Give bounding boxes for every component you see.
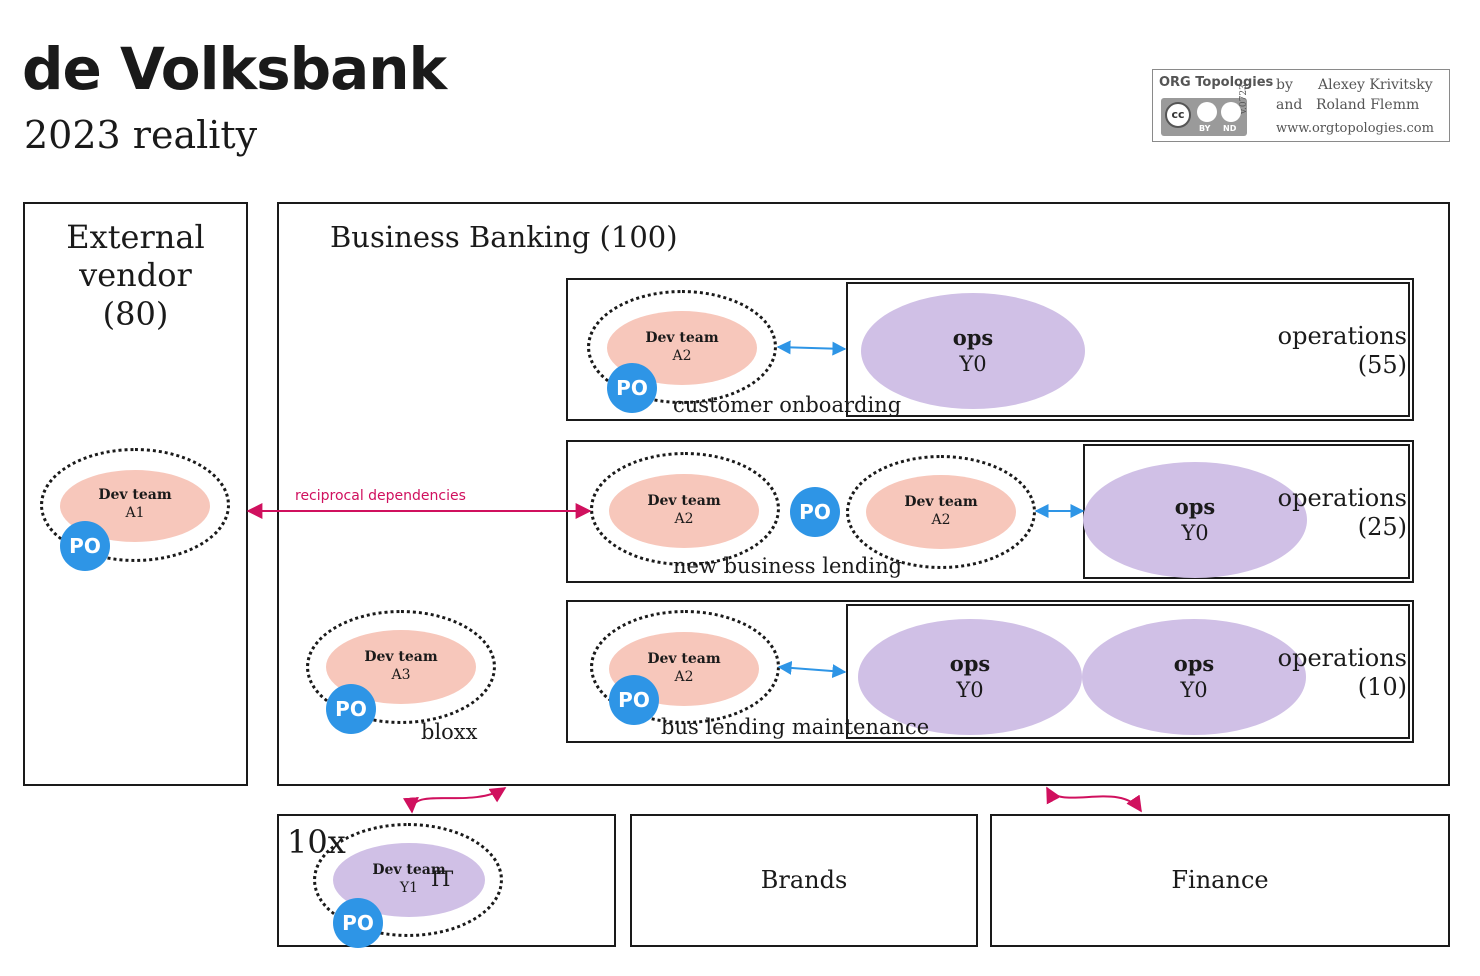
dev-team-code: A3 — [391, 667, 411, 684]
dev-team-code: Y1 — [399, 880, 419, 897]
po-badge[interactable]: PO — [607, 363, 657, 413]
ops-y0[interactable]: ops Y0 — [861, 293, 1085, 409]
operations-label-55: operations (55) — [1200, 322, 1407, 380]
dev-team-code: A2 — [674, 669, 694, 686]
operations-box-55[interactable] — [846, 282, 1410, 417]
ops-y0[interactable]: ops Y0 — [858, 619, 1082, 735]
ops-code: Y0 — [956, 678, 984, 703]
finance-label: Finance — [1171, 866, 1269, 894]
dev-team-name: Dev team — [904, 494, 978, 510]
operations-count: (25) — [1357, 512, 1407, 541]
team-boundary-a1 — [40, 448, 230, 562]
ops-name: ops — [1173, 651, 1215, 676]
operations-label-25: operations (25) — [1200, 484, 1407, 542]
nd-icon — [1221, 102, 1241, 122]
ops-name: ops — [952, 325, 994, 350]
by-label: BY — [1199, 124, 1211, 133]
nd-label: ND — [1223, 124, 1237, 133]
ops-code: Y0 — [1181, 521, 1209, 546]
team-boundary-it — [313, 823, 503, 937]
bloxx-label: bloxx — [421, 720, 478, 744]
dev-team-name: Dev team — [647, 651, 721, 667]
finance-dependency-arrow — [1046, 786, 1142, 813]
bus-lending-maintenance-box[interactable] — [566, 600, 1414, 743]
badge-author-1: Alexey Krivitsky — [1318, 77, 1433, 93]
dev-team-name: Dev team — [98, 487, 172, 503]
external-vendor-title: External vendor (80) — [23, 218, 248, 333]
operations-label: operations — [1277, 484, 1407, 512]
business-banking-box[interactable] — [277, 202, 1450, 786]
po-badge[interactable]: PO — [609, 675, 659, 725]
row-label-bus-lending-maintenance: bus lending maintenance — [661, 715, 930, 739]
ops-name: ops — [1174, 494, 1216, 519]
page-title: de Volksbank — [22, 35, 447, 103]
reciprocal-dependency-label: reciprocal dependencies — [295, 488, 466, 504]
cc-icon: cc — [1165, 102, 1191, 128]
row-label-customer-onboarding: customer onboarding — [673, 393, 902, 417]
badge-author-2: Roland Flemm — [1316, 97, 1420, 113]
business-banking-title: Business Banking (100) — [330, 220, 678, 254]
customer-onboarding-box[interactable] — [566, 278, 1414, 421]
operations-count: (10) — [1357, 672, 1407, 701]
operations-label: operations — [1277, 644, 1407, 672]
ops-code: Y0 — [959, 352, 987, 377]
cc-license-icon: cc BY ND — [1161, 98, 1247, 136]
dev-team-code: A2 — [931, 512, 951, 529]
dev-team-a2[interactable]: Dev team A2 — [866, 475, 1016, 549]
external-vendor-line1: External — [66, 218, 205, 256]
brands-label: Brands — [760, 866, 848, 894]
team-boundary-new-business-lending-2 — [846, 455, 1036, 569]
badge-by: by — [1276, 77, 1293, 93]
operations-count: (55) — [1357, 350, 1407, 379]
dev-team-code: A1 — [125, 505, 145, 522]
operations-label: operations — [1277, 322, 1407, 350]
it-box[interactable] — [277, 814, 616, 947]
ops-link-bus-lending-maintenance — [777, 660, 847, 679]
ops-y0[interactable]: ops Y0 — [1082, 619, 1306, 735]
by-icon — [1197, 102, 1217, 122]
page-subtitle: 2023 reality — [24, 113, 258, 157]
dev-team-code: A2 — [672, 348, 692, 365]
ops-y0[interactable]: ops Y0 — [1083, 462, 1307, 578]
it-dependency-arrow — [402, 787, 507, 814]
dev-team-a2[interactable]: Dev team A2 — [609, 474, 759, 548]
dev-team-name: Dev team — [647, 493, 721, 509]
dev-team-name: Dev team — [364, 649, 438, 665]
ops-code: Y0 — [1180, 678, 1208, 703]
external-vendor-line3: (80) — [102, 294, 169, 333]
po-badge[interactable]: PO — [790, 487, 840, 537]
team-boundary-bloxx — [306, 610, 496, 724]
ops-name: ops — [949, 651, 991, 676]
dev-team-code: A2 — [674, 511, 694, 528]
brands-box[interactable] — [630, 814, 978, 947]
badge-website[interactable]: www.orgtopologies.com — [1276, 121, 1434, 136]
badge-and: and — [1276, 97, 1303, 113]
badge-brand: ORG Topologies — [1159, 75, 1274, 90]
license-badge[interactable]: ORG Topologies cc BY ND v.0723 by and Al… — [1152, 69, 1450, 142]
dev-team-name: Dev team — [372, 862, 446, 878]
team-boundary-customer-onboarding — [587, 290, 777, 404]
it-tag: IT — [431, 867, 454, 891]
finance-box[interactable] — [990, 814, 1450, 947]
po-badge[interactable]: PO — [326, 684, 376, 734]
external-vendor-box[interactable] — [23, 202, 248, 786]
dev-team-name: Dev team — [645, 330, 719, 346]
po-badge[interactable]: PO — [333, 898, 383, 948]
operations-box-10[interactable] — [846, 604, 1410, 739]
external-vendor-line2: vendor — [79, 256, 192, 295]
operations-label-10: operations (10) — [1200, 644, 1407, 702]
ops-link-customer-onboarding — [776, 340, 847, 356]
po-badge[interactable]: PO — [60, 521, 110, 571]
row-label-new-business-lending: new business lending — [673, 554, 903, 578]
